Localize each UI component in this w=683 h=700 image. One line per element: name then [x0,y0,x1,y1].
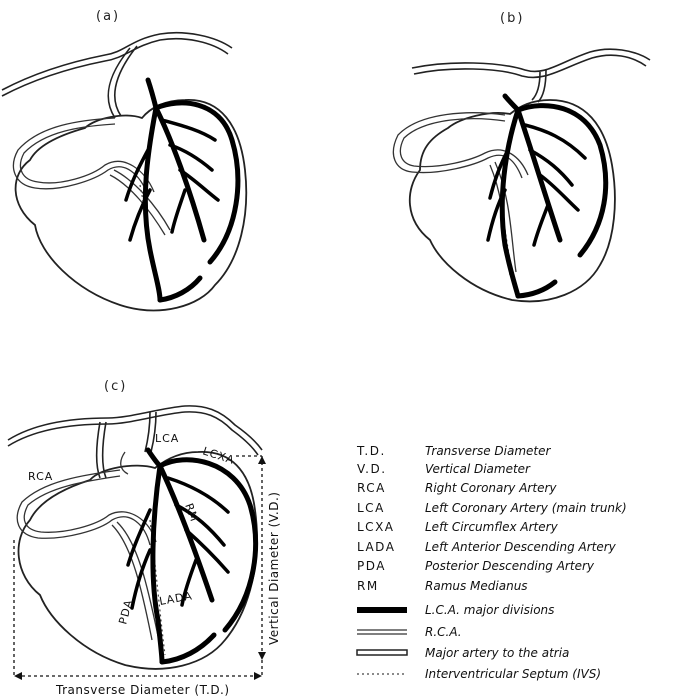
legend-row: RM Ramus Medianus [357,579,528,593]
legend-desc: Left Anterior Descending Artery [425,540,617,554]
label-pda: PDA [116,598,135,626]
legend-style-desc: L.C.A. major divisions [425,603,554,617]
legend-style-atria: Major artery to the atria [357,646,569,660]
legend-abbr: LCXA [357,520,395,534]
legend-style-desc: R.C.A. [425,625,462,639]
legend-row: LADA Left Anterior Descending Artery [357,540,617,554]
panel-a: (a) [2,9,246,310]
vertical-diameter-label: Vertical Diameter (V.D.) [267,492,281,645]
panel-a-heart-outline [16,100,247,310]
panel-b-label: (b) [500,11,524,26]
label-lca: LCA [155,432,179,445]
arrow-td-right [254,672,262,680]
legend-abbr: LADA [357,540,395,554]
legend-abbr: RCA [357,481,386,495]
panel-c-lca [128,450,256,662]
panel-c-label: (c) [104,379,127,394]
legend-desc: Left Circumflex Artery [425,520,559,534]
legend-abbr: T.D. [356,444,386,458]
legend-desc: Ramus Medianus [425,579,528,593]
legend-row: LCXA Left Circumflex Artery [357,520,559,534]
legend-abbr: V.D. [357,462,387,476]
legend-desc: Left Coronary Artery (main trunk) [425,501,627,515]
legend-row: PDA Posterior Descending Artery [357,559,595,573]
legend-style-desc: Major artery to the atria [425,646,569,660]
panel-c-atrial-vessels [8,406,262,478]
legend-style-lca-major: L.C.A. major divisions [357,603,554,617]
panel-b: (b) [393,11,650,301]
legend-desc: Transverse Diameter [425,444,551,458]
legend-line-styles: L.C.A. major divisions R.C.A. Major arte… [357,603,601,681]
arrow-vd-bottom [258,652,266,660]
legend-desc: Vertical Diameter [425,462,531,476]
legend-desc: Posterior Descending Artery [425,559,595,573]
label-rca: RCA [28,470,53,483]
legend-row: T.D. Transverse Diameter [356,444,551,458]
legend-style-desc: Interventricular Septum (IVS) [425,667,601,681]
arrow-td-left [14,672,22,680]
swatch-atria [357,650,407,655]
arrow-vd-top [258,456,266,464]
legend-row: LCA Left Coronary Artery (main trunk) [357,501,627,515]
panel-c-heart-outline [19,452,257,669]
legend-abbr: PDA [357,559,386,573]
legend-row: RCA Right Coronary Artery [357,481,557,495]
transverse-diameter-label: Transverse Diameter (T.D.) [55,683,230,697]
panel-a-label: (a) [96,9,120,24]
legend-abbr: RM [357,579,379,593]
legend-abbr: LCA [357,501,385,515]
panel-c-dimensions: Transverse Diameter (T.D.) Vertical Diam… [14,456,281,697]
legend: T.D. Transverse Diameter V.D. Vertical D… [356,444,627,681]
label-lada: LADA [158,589,193,608]
legend-style-ivs: Interventricular Septum (IVS) [357,667,601,681]
legend-row: V.D. Vertical Diameter [357,462,531,476]
panel-c: (c) [8,379,281,697]
legend-abbreviations: T.D. Transverse Diameter V.D. Vertical D… [356,444,627,593]
panel-b-atrial-vessels [412,49,650,102]
legend-desc: Right Coronary Artery [425,481,557,495]
legend-style-rca: R.C.A. [357,625,462,639]
